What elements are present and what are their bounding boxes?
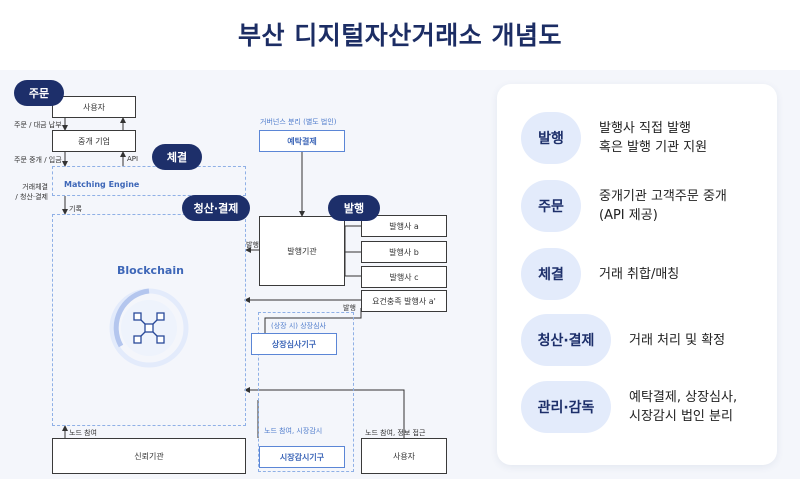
issuer-req-box: 요건충족 발행사 a' bbox=[361, 290, 447, 312]
legend-text-order: 중개기관 고객주문 중개 (API 제공) bbox=[599, 189, 727, 223]
matching-engine-label: Matching Engine bbox=[64, 180, 140, 189]
page-title: 부산 디지털자산거래소 개념도 bbox=[238, 21, 562, 50]
legend-row-supervision: 관리·감독 예탁결제, 상장심사, 시장감시 법인 분리 bbox=[521, 381, 737, 433]
governance-label: 거버넌스 분리 (별도 법인) bbox=[260, 118, 337, 126]
legend-text-settle: 거래 처리 및 확정 bbox=[629, 332, 726, 348]
issue-left-label: 발행 bbox=[246, 241, 259, 249]
user-bottom-box: 사용자 bbox=[361, 438, 447, 474]
legend-text-issue: 발행사 직접 발행 혹은 발행 기관 지원 bbox=[599, 121, 708, 155]
order-pill: 주문 bbox=[14, 80, 64, 106]
legend-tag-order: 주문 bbox=[521, 180, 581, 232]
governance-region bbox=[258, 312, 354, 472]
legend-card: 발행 발행사 직접 발행 혹은 발행 기관 지원 주문 중개기관 고객주문 중개… bbox=[497, 84, 777, 465]
matching-engine-region bbox=[52, 166, 246, 196]
legend-text-match: 거래 취합/매칭 bbox=[599, 266, 680, 282]
issue-right-label: 발행 bbox=[343, 304, 356, 312]
legend-text-supervision: 예탁결제, 상장심사, 시장감시 법인 분리 bbox=[629, 390, 738, 424]
custody-box: 예탁결제 bbox=[259, 130, 345, 152]
order-pay-label: 주문 / 대금 납부 bbox=[14, 121, 62, 129]
legend-row-match: 체결 거래 취합/매칭 bbox=[521, 248, 679, 300]
legend-tag-settle: 청산·결제 bbox=[521, 314, 611, 366]
trust-box: 신뢰기관 bbox=[52, 438, 246, 474]
order-relay-label: 주문 중개 / 입금 bbox=[14, 156, 62, 164]
surveillance-box: 시장감시기구 bbox=[259, 446, 345, 468]
issue-pill: 발행 bbox=[328, 195, 380, 221]
listing-review-label: (상장 시) 상장심사 bbox=[271, 322, 326, 330]
broker-box: 중개 기업 bbox=[52, 130, 136, 152]
settle-pill: 청산·결제 bbox=[182, 195, 250, 221]
blockchain-label: Blockchain bbox=[117, 264, 184, 277]
legend-tag-issue: 발행 bbox=[521, 112, 581, 164]
match-pill: 체결 bbox=[152, 144, 202, 170]
legend-tag-match: 체결 bbox=[521, 248, 581, 300]
issuer-b-box: 발행사 b bbox=[361, 241, 447, 263]
trade-settle-label: 거래체결 / 청산·결제 bbox=[15, 183, 48, 201]
blockchain-icon bbox=[109, 288, 189, 368]
user-top-box: 사용자 bbox=[52, 96, 136, 118]
api-label: API bbox=[127, 155, 139, 163]
blockchain-region bbox=[52, 214, 246, 426]
node-info-label: 노드 참여, 정보 접근 bbox=[365, 429, 426, 437]
listing-box: 상장심사기구 bbox=[251, 333, 337, 355]
legend-row-settle: 청산·결제 거래 처리 및 확정 bbox=[521, 314, 725, 366]
record-label: 기록 bbox=[69, 205, 82, 213]
legend-row-issue: 발행 발행사 직접 발행 혹은 발행 기관 지원 bbox=[521, 112, 707, 164]
issuer-c-box: 발행사 c bbox=[361, 266, 447, 288]
node-join-label: 노드 참여 bbox=[69, 429, 97, 437]
issuer-box: 발행기관 bbox=[259, 216, 345, 286]
legend-row-order: 주문 중개기관 고객주문 중개 (API 제공) bbox=[521, 180, 727, 232]
legend-tag-supervision: 관리·감독 bbox=[521, 381, 611, 433]
node-surveil-label: 노드 참여, 시장감시 bbox=[264, 427, 323, 435]
issuer-a-box: 발행사 a bbox=[361, 215, 447, 237]
